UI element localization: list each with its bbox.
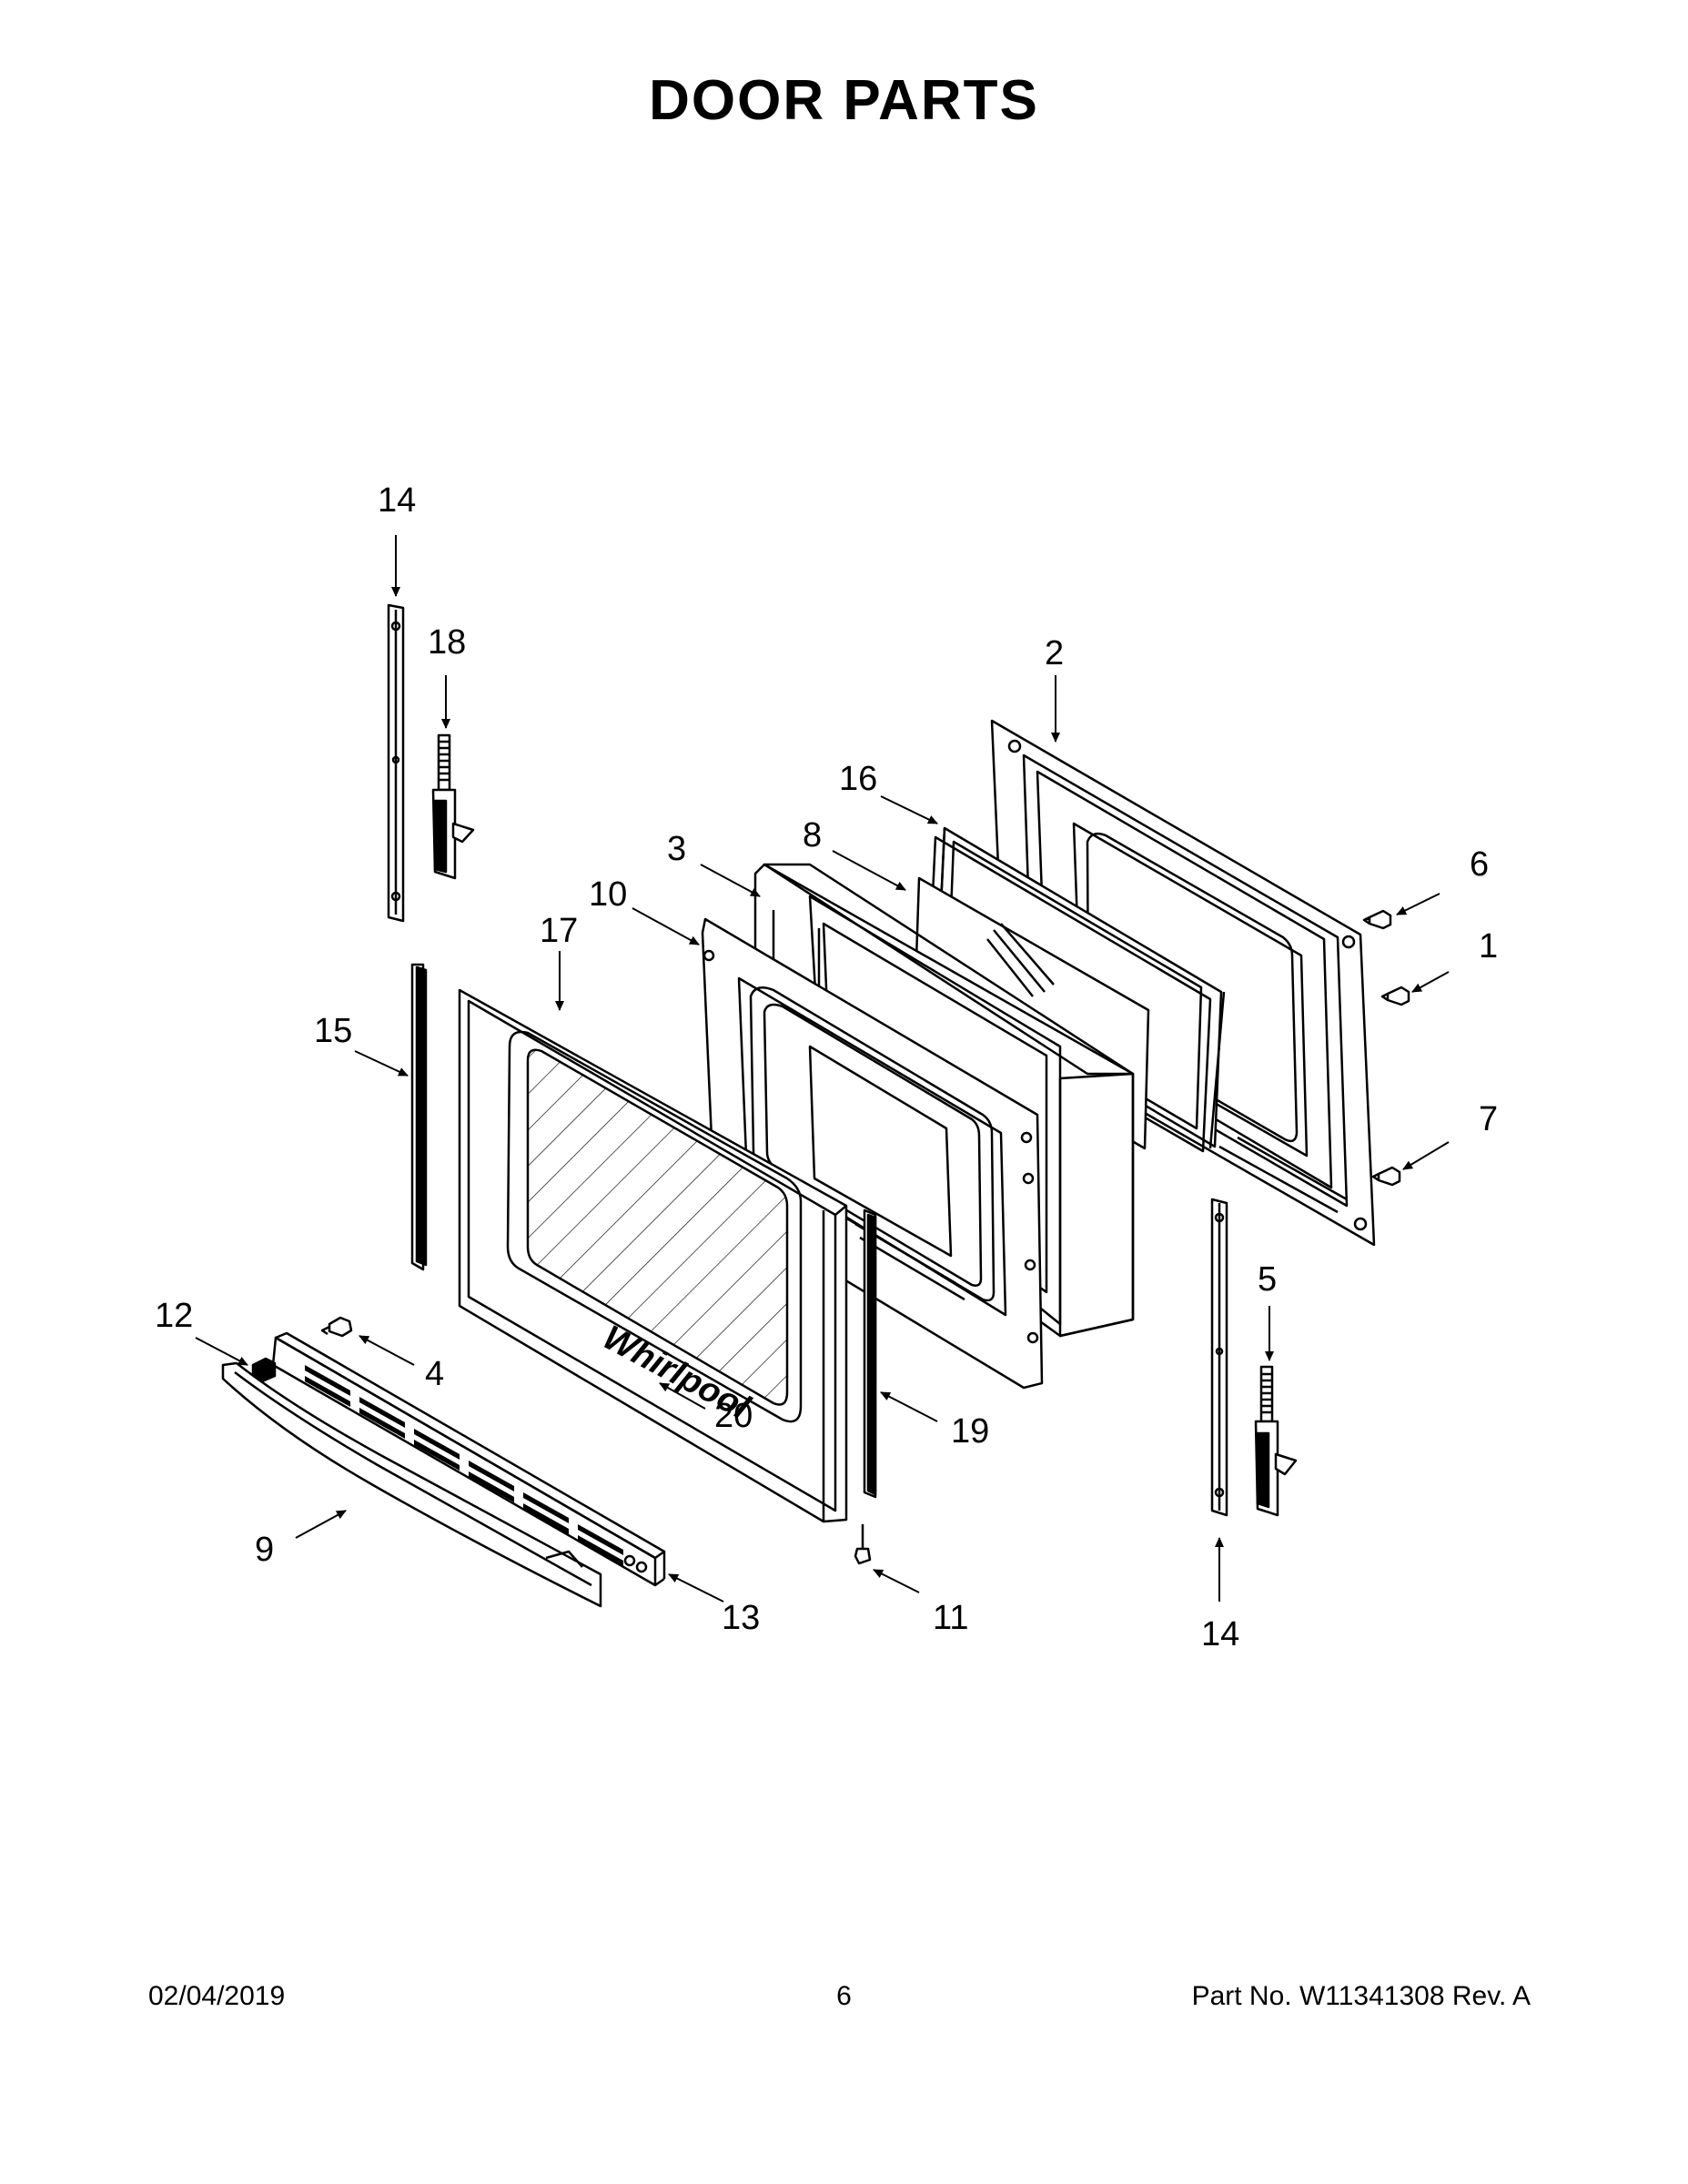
callout-14-top: 14 — [378, 481, 416, 520]
leader-4 — [359, 1335, 415, 1366]
leader-6 — [1396, 893, 1440, 915]
leader-9 — [295, 1510, 347, 1539]
callout-13: 13 — [722, 1599, 760, 1637]
part-11-screw — [854, 1524, 872, 1565]
footer-part-number: Part No. W11341308 Rev. A — [1191, 1981, 1531, 2011]
part-18-door-hinge — [431, 733, 475, 880]
callout-3: 3 — [667, 830, 686, 868]
leader-15 — [354, 1050, 409, 1077]
callout-2: 2 — [1045, 634, 1064, 672]
callout-9: 9 — [255, 1531, 274, 1569]
part-5-door-hinge — [1254, 1365, 1298, 1517]
callout-16: 16 — [839, 760, 877, 798]
leader-1 — [1411, 971, 1450, 993]
page-title: DOOR PARTS — [649, 69, 1039, 132]
part-4-screw — [320, 1316, 353, 1338]
part-1-screw — [1380, 986, 1410, 1006]
callout-17: 17 — [540, 912, 578, 950]
leader-12 — [195, 1337, 248, 1366]
leader-20 — [659, 1382, 706, 1410]
part-6-screw — [1362, 909, 1392, 930]
callout-5: 5 — [1258, 1260, 1277, 1299]
callout-18: 18 — [428, 623, 466, 662]
part-19-right-side-trim — [863, 1208, 877, 1499]
leader-10 — [632, 907, 700, 945]
footer-date: 02/04/2019 — [148, 1981, 286, 2011]
part-14-hinge-channel-left — [387, 603, 405, 923]
callout-6: 6 — [1470, 845, 1489, 884]
leader-19 — [880, 1391, 938, 1422]
leader-3 — [700, 864, 761, 897]
leader-16 — [880, 795, 938, 824]
callout-20: 20 — [714, 1397, 753, 1435]
callout-12: 12 — [155, 1297, 193, 1335]
part-13-door-vent-trim — [271, 1331, 666, 1587]
callout-4: 4 — [425, 1355, 444, 1393]
part-7-screw — [1371, 1166, 1401, 1187]
part-17-outer-door-panel — [458, 988, 848, 1523]
leader-13 — [668, 1573, 724, 1603]
footer-page-number: 6 — [836, 1981, 852, 2011]
leader-8 — [832, 850, 906, 891]
callout-19: 19 — [951, 1412, 989, 1451]
leader-11 — [873, 1569, 920, 1593]
part-14-hinge-channel-right — [1210, 1198, 1228, 1517]
callout-11: 11 — [933, 1599, 968, 1637]
callout-1: 1 — [1479, 927, 1498, 966]
callout-10: 10 — [589, 875, 627, 914]
part-15-left-side-trim — [410, 963, 428, 1271]
callout-14-bottom: 14 — [1201, 1615, 1239, 1653]
part-9-door-handle — [221, 1361, 602, 1608]
leader-7 — [1402, 1141, 1450, 1170]
callout-7: 7 — [1479, 1100, 1498, 1138]
callout-8: 8 — [803, 816, 822, 854]
callout-15: 15 — [314, 1012, 352, 1050]
